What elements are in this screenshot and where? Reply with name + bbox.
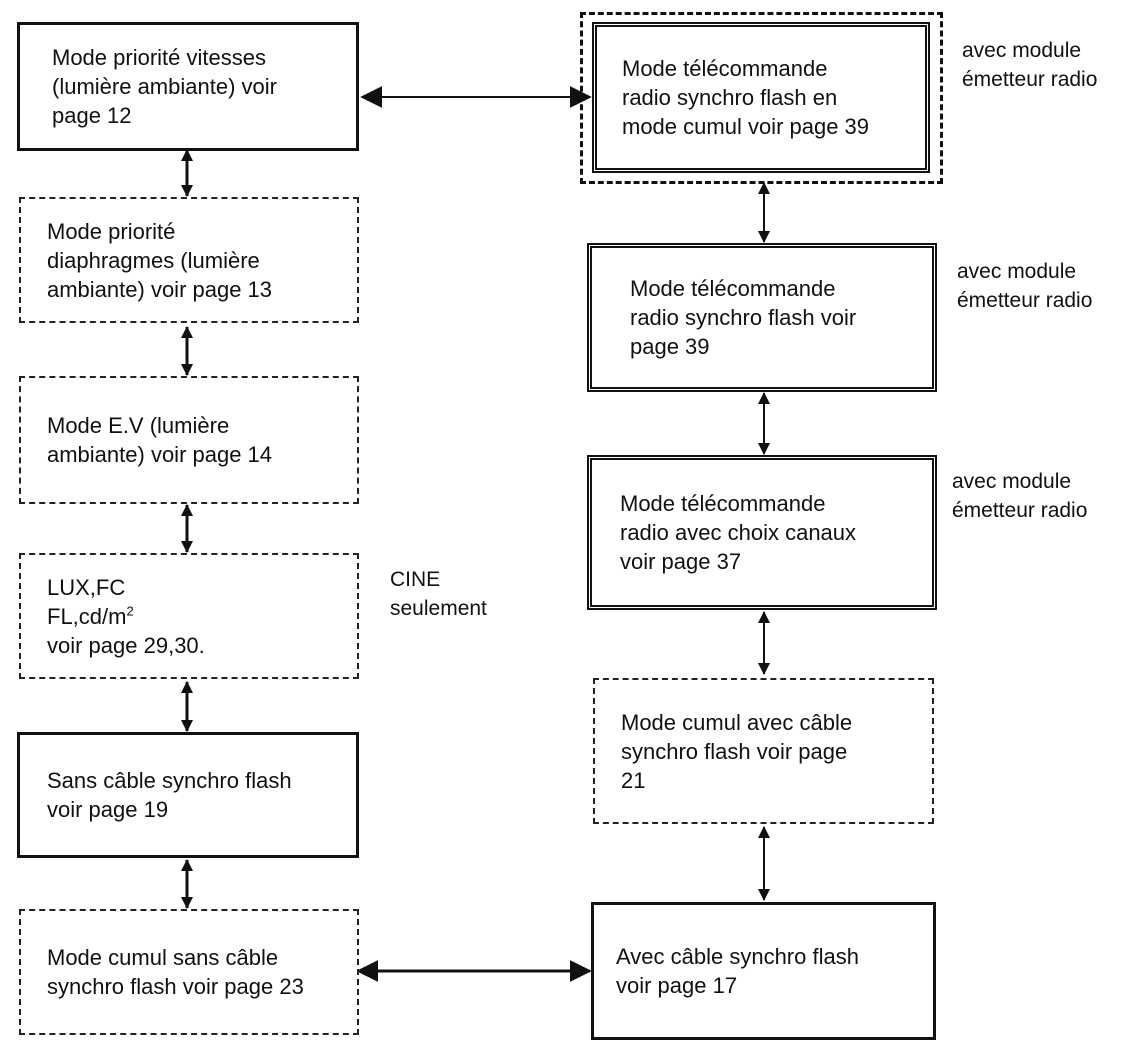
box-text: Sans câble synchro flash voir page 19 xyxy=(47,768,292,822)
lux-line-2: FL,cd/m2 xyxy=(47,603,134,629)
box-sans-cable: Sans câble synchro flash voir page 19 xyxy=(17,732,359,858)
lux-line-1: LUX,FC xyxy=(47,574,126,600)
box-mode-cumul-sans-cable: Mode cumul sans câble synchro flash voir… xyxy=(19,909,359,1035)
note-module-radio-3: avec module émetteur radio xyxy=(952,470,1088,522)
box-telecommande-canaux: Mode télécommande radio avec choix canau… xyxy=(587,455,937,610)
box-avec-cable: Avec câble synchro flash voir page 17 xyxy=(591,902,936,1040)
note-cine-seulement: CINE seulement xyxy=(390,568,487,620)
box-mode-ev: Mode E.V (lumière ambiante) voir page 14 xyxy=(19,376,359,504)
box-telecommande-cumul: Mode télécommande radio synchro flash en… xyxy=(592,22,930,173)
box-cumul-avec-cable: Mode cumul avec câble synchro flash voir… xyxy=(593,678,934,824)
box-text: Mode E.V (lumière ambiante) voir page 14 xyxy=(47,413,273,467)
box-mode-priorite-diaphragmes: Mode priorité diaphragmes (lumière ambia… xyxy=(19,197,359,323)
box-text: Mode télécommande radio synchro flash vo… xyxy=(630,276,857,359)
box-text: Mode télécommande radio synchro flash en… xyxy=(622,56,870,139)
lux-line-3: voir page 29,30. xyxy=(47,632,205,658)
superscript: 2 xyxy=(126,603,134,619)
box-text: Avec câble synchro flash voir page 17 xyxy=(616,944,859,998)
box-text: Mode priorité vitesses (lumière ambiante… xyxy=(52,45,277,128)
box-text: Mode télécommande radio avec choix canau… xyxy=(620,491,857,574)
box-text: LUX,FC FL,cd/m2 voir page 29,30. xyxy=(47,573,205,660)
box-telecommande-synchro: Mode télécommande radio synchro flash vo… xyxy=(587,243,937,392)
note-module-radio-1: avec module émetteur radio xyxy=(962,39,1098,91)
box-text: Mode cumul avec câble synchro flash voir… xyxy=(621,709,853,793)
box-lux-fc: LUX,FC FL,cd/m2 voir page 29,30. xyxy=(19,553,359,679)
box-mode-priorite-vitesses: Mode priorité vitesses (lumière ambiante… xyxy=(17,22,359,151)
outer-dashed-frame xyxy=(580,12,943,184)
note-module-radio-2: avec module émetteur radio xyxy=(957,260,1093,312)
box-text: Mode priorité diaphragmes (lumière ambia… xyxy=(47,218,273,302)
box-text: Mode cumul sans câble synchro flash voir… xyxy=(47,945,304,999)
